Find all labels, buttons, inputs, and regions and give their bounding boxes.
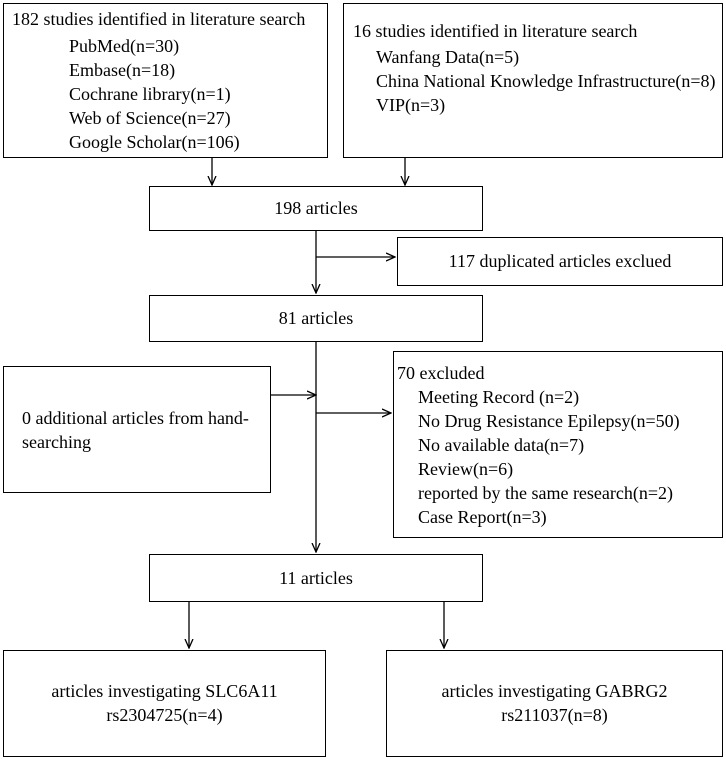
excluded-reason: Meeting Record (n=2) (418, 387, 580, 407)
search-english-item: Web of Science(n=27) (69, 108, 231, 128)
excluded-box (393, 351, 723, 538)
search-english-item: Google Scholar(n=106) (69, 132, 240, 152)
after-dedup-count: 81 articles (278, 308, 354, 328)
gabrg2-label-line2: rs211037(n=8) (501, 705, 608, 725)
slc6a11-box (3, 650, 326, 757)
excluded-reason: Review(n=6) (418, 459, 514, 479)
excluded-reason: Case Report(n=3) (418, 507, 547, 527)
search-english-title: 182 studies identified in literature sea… (12, 9, 306, 29)
search-chinese-box (343, 3, 723, 158)
duplicates-box (397, 237, 723, 286)
merged-count: 198 articles (274, 198, 358, 218)
hand-search-box (3, 366, 271, 493)
search-english-item: Embase(n=18) (69, 60, 176, 80)
excluded-reason: reported by the same research(n=2) (418, 483, 674, 503)
gabrg2-label-line1: articles investigating GABRG2 (441, 681, 668, 701)
excluded-reason: No Drug Resistance Epilepsy(n=50) (418, 411, 680, 431)
merged-box (149, 186, 483, 231)
included-count: 11 articles (279, 568, 353, 588)
search-english-item: Cochrane library(n=1) (69, 84, 231, 104)
gabrg2-box (386, 650, 723, 757)
search-chinese-item: China National Knowledge Infrastructure(… (376, 71, 716, 91)
hand-search-label-line1: 0 additional articles from hand- (22, 408, 249, 428)
search-english-box (3, 3, 328, 158)
slc6a11-label-line2: rs2304725(n=4) (106, 705, 223, 725)
hand-search-label-line2: searching (22, 432, 91, 452)
search-english-item: PubMed(n=30) (69, 36, 180, 56)
duplicates-label: 117 duplicated articles exclued (448, 251, 672, 271)
search-chinese-item: Wanfang Data(n=5) (376, 47, 520, 67)
excluded-reason: No available data(n=7) (418, 435, 585, 455)
search-chinese-item: VIP(n=3) (376, 95, 446, 115)
excluded-title: 70 excluded (397, 363, 485, 383)
after-dedup-box (149, 295, 483, 342)
included-box (149, 554, 483, 602)
slc6a11-label-line1: articles investigating SLC6A11 (51, 681, 278, 701)
search-chinese-title: 16 studies identified in literature sear… (353, 21, 638, 41)
